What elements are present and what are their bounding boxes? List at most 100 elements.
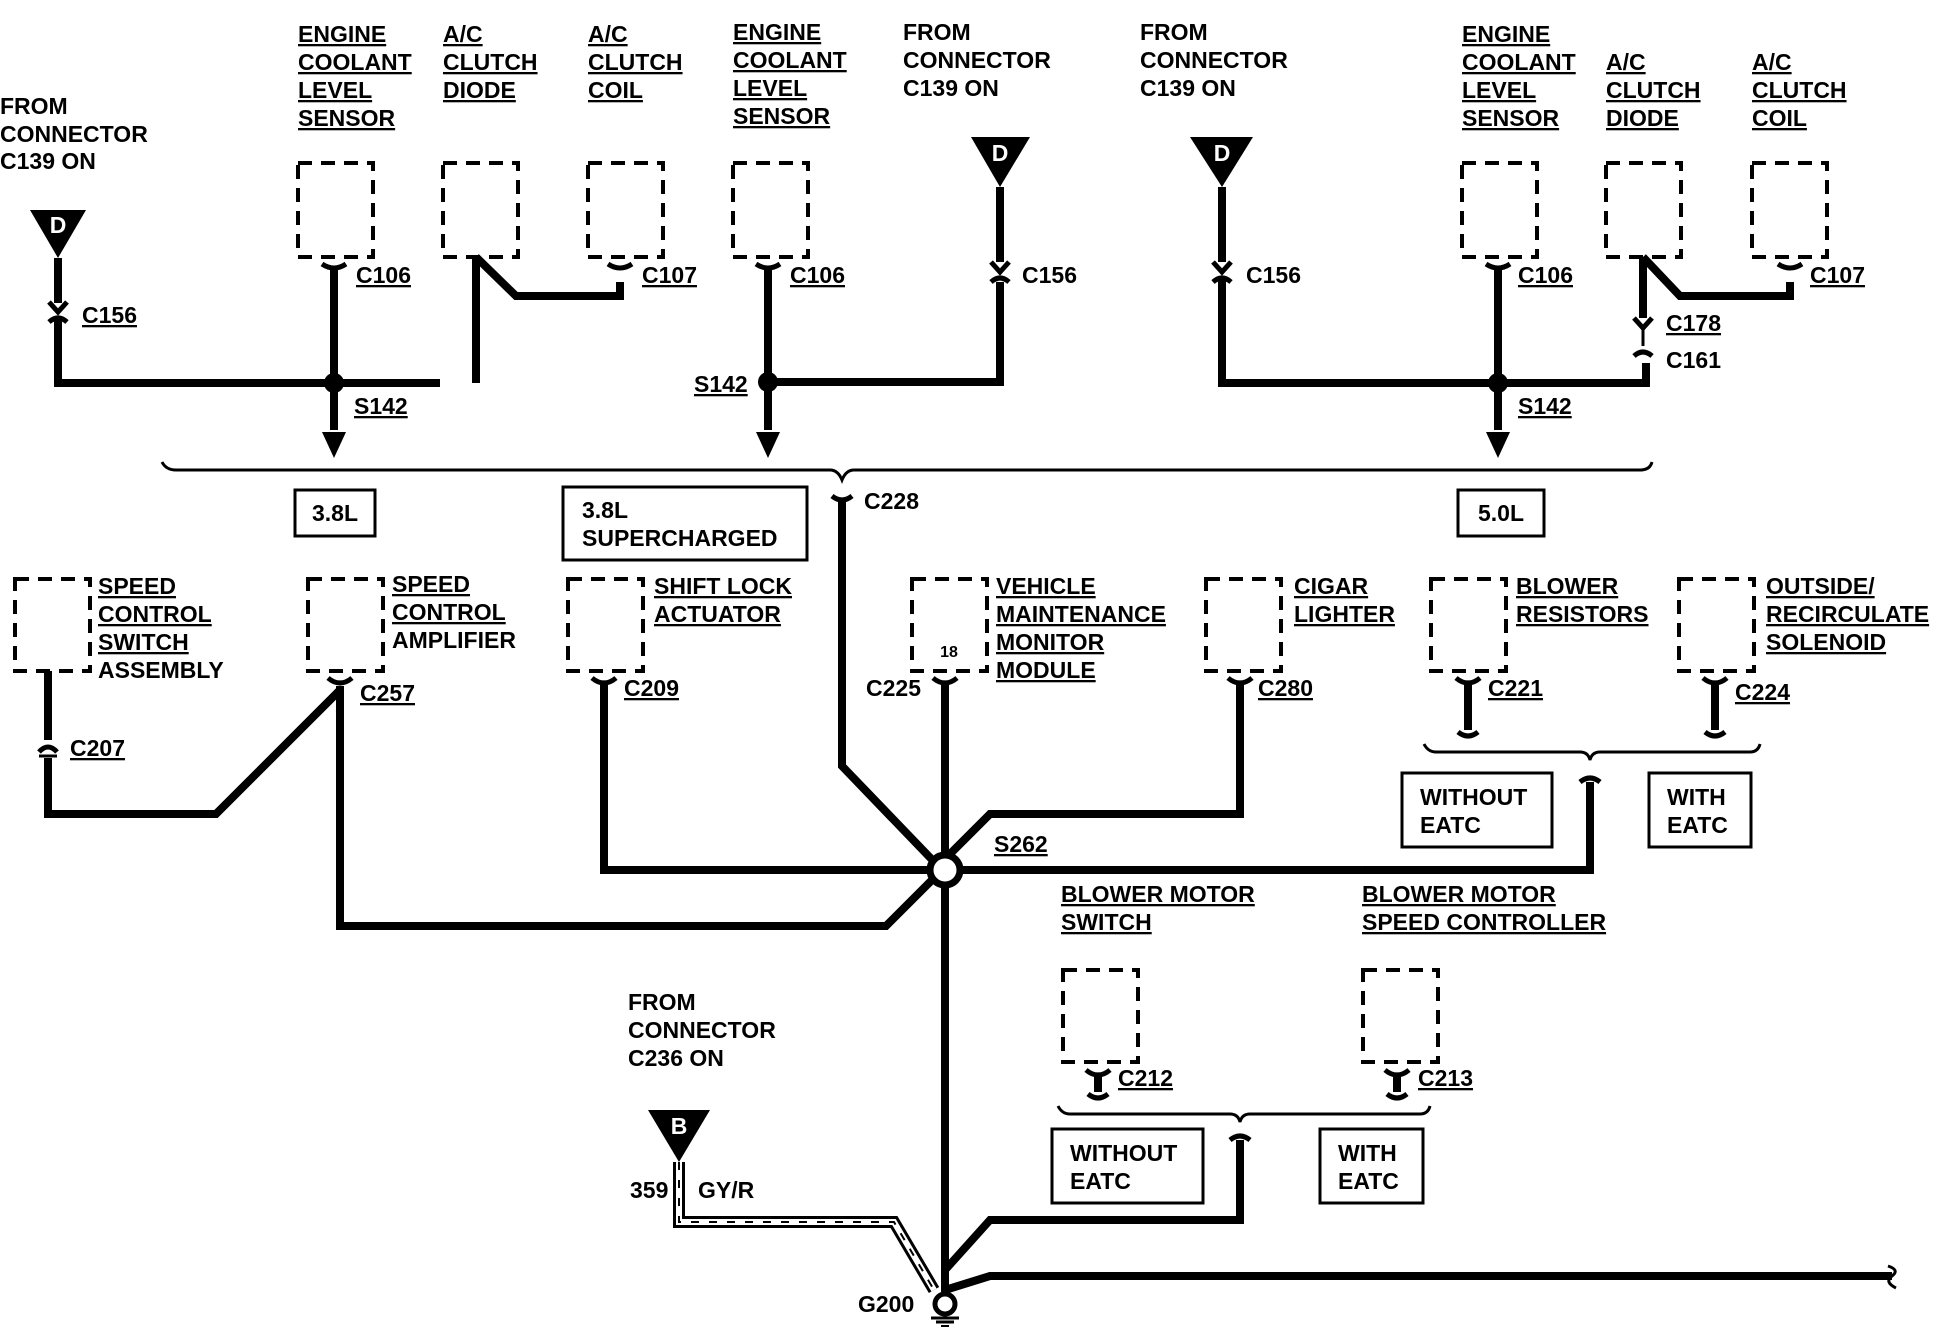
- from-connector-label: CONNECTOR: [0, 121, 148, 147]
- component-label: BLOWER MOTOR: [1061, 881, 1255, 907]
- c156-label: C156: [1246, 262, 1301, 288]
- component-label: MAINTENANCE: [996, 601, 1166, 627]
- component-label: SOLENOID: [1766, 629, 1886, 655]
- component-label: DIODE: [1606, 105, 1679, 131]
- component-label: A/C: [443, 21, 483, 47]
- connector-c156-icon: [47, 300, 69, 316]
- component-label: SENSOR: [733, 103, 831, 129]
- component-label: MODULE: [996, 657, 1096, 683]
- component-label: VEHICLE: [996, 573, 1096, 599]
- component-label: COOLANT: [298, 49, 412, 75]
- component-label: CLUTCH: [588, 49, 683, 75]
- s142-label: S142: [1518, 393, 1572, 419]
- s142-label: S142: [354, 393, 408, 419]
- component-label: LEVEL: [733, 75, 807, 101]
- with-eatc-box: [1647, 771, 1753, 849]
- variant-box-3-8l-supercharged: [561, 485, 809, 562]
- connector-letter: D: [1214, 140, 1231, 166]
- from-connector-label: C139 ON: [1140, 75, 1236, 101]
- component-label: ASSEMBLY: [98, 657, 224, 683]
- c228-label: C228: [864, 488, 919, 514]
- ac-clutch-coil-box: [586, 161, 665, 259]
- connector-letter: D: [50, 212, 67, 238]
- component-label: CONTROL: [392, 599, 506, 625]
- component-label: COIL: [1752, 105, 1807, 131]
- component-label: SWITCH: [98, 629, 189, 655]
- variant-label: SUPERCHARGED: [582, 525, 778, 551]
- c106-label: C106: [790, 262, 845, 288]
- from-connector-label: FROM: [903, 19, 971, 45]
- from-connector-label: CONNECTOR: [1140, 47, 1288, 73]
- option-label: WITH: [1667, 784, 1726, 810]
- connector-b-triangle-icon: B: [648, 1110, 710, 1162]
- c221-label: C221: [1488, 675, 1543, 701]
- c156-label: C156: [1022, 262, 1077, 288]
- blower-motor-speed-controller-box: [1361, 968, 1440, 1064]
- component-label: A/C: [588, 21, 628, 47]
- shift-lock-actuator-box: [566, 577, 645, 673]
- without-eatc-box: [1400, 771, 1554, 849]
- eatc-brace: [1056, 1105, 1432, 1123]
- option-label: EATC: [1420, 812, 1481, 838]
- ac-clutch-coil-box: [1750, 161, 1829, 259]
- c257-label: C257: [360, 680, 415, 706]
- from-connector-label: C236 ON: [628, 1045, 724, 1071]
- s262-label: S262: [994, 831, 1048, 857]
- connector-d-triangle-icon: D: [30, 210, 86, 258]
- top-right-group: FROM CONNECTOR C139 ON D C156 ENGINE COO…: [1140, 19, 1865, 538]
- variant-label: 3.8L: [312, 500, 358, 526]
- component-label: BLOWER: [1516, 573, 1619, 599]
- component-label: LEVEL: [298, 77, 372, 103]
- component-label: CLUTCH: [443, 49, 538, 75]
- outside-recirculate-solenoid-box: [1677, 577, 1756, 673]
- with-eatc-box: [1318, 1127, 1425, 1205]
- ground-g200-icon: [932, 1291, 958, 1317]
- option-label: WITH: [1338, 1140, 1397, 1166]
- component-label: LIGHTER: [1294, 601, 1395, 627]
- option-label: WITHOUT: [1070, 1140, 1177, 1166]
- connector-d-triangle-icon: D: [1190, 137, 1253, 187]
- from-connector-label: FROM: [1140, 19, 1208, 45]
- from-connector-label: CONNECTOR: [903, 47, 1051, 73]
- cigar-lighter-box: [1204, 577, 1283, 673]
- wire-color-label: GY/R: [698, 1177, 755, 1203]
- component-label: DIODE: [443, 77, 516, 103]
- c209-label: C209: [624, 675, 679, 701]
- component-label: RESISTORS: [1516, 601, 1649, 627]
- from-connector-label: FROM: [628, 989, 696, 1015]
- from-connector-label: C139 ON: [0, 148, 96, 174]
- c106-label: C106: [1518, 262, 1573, 288]
- variant-label: 5.0L: [1478, 500, 1524, 526]
- blower-motor-group: BLOWER MOTOR SWITCH C212 BLOWER MOTOR SP…: [942, 881, 1606, 1273]
- component-label: CLUTCH: [1606, 77, 1701, 103]
- option-label: EATC: [1070, 1168, 1131, 1194]
- ac-clutch-diode-box: [1604, 161, 1683, 259]
- connector-letter: B: [671, 1113, 688, 1139]
- vehicle-maintenance-monitor-module-box: [910, 577, 989, 673]
- ac-clutch-diode-box: [441, 161, 520, 259]
- c224-label: C224: [1735, 679, 1790, 705]
- c161-label: C161: [1666, 347, 1721, 373]
- from-connector-label: FROM: [0, 93, 68, 119]
- component-label: COIL: [588, 77, 643, 103]
- s142-label: S142: [694, 371, 748, 397]
- component-label: A/C: [1606, 49, 1646, 75]
- component-label: LEVEL: [1462, 77, 1536, 103]
- g200-label: G200: [858, 1291, 914, 1317]
- connector-d-triangle-icon: D: [971, 137, 1030, 187]
- without-eatc-box: [1050, 1127, 1205, 1205]
- splice-s262: [926, 851, 964, 889]
- speed-control-switch-assembly-box: [13, 577, 92, 673]
- top-left-group: FROM CONNECTOR C139 ON D C156 ENGINE COO…: [0, 21, 697, 538]
- option-label: WITHOUT: [1420, 784, 1527, 810]
- circuit-number: 359: [630, 1177, 668, 1203]
- component-label: ENGINE: [733, 19, 821, 45]
- c178-label: C178: [1666, 310, 1721, 336]
- component-label: AMPLIFIER: [392, 627, 516, 653]
- variant-box-3-8l: [293, 488, 377, 538]
- component-label: MONITOR: [996, 629, 1105, 655]
- top-middle-group: ENGINE COOLANT LEVEL SENSOR C106 S142 FR…: [561, 19, 1077, 562]
- splice-s142: [324, 373, 344, 393]
- c207-label: C207: [70, 735, 125, 761]
- c280-label: C280: [1258, 675, 1313, 701]
